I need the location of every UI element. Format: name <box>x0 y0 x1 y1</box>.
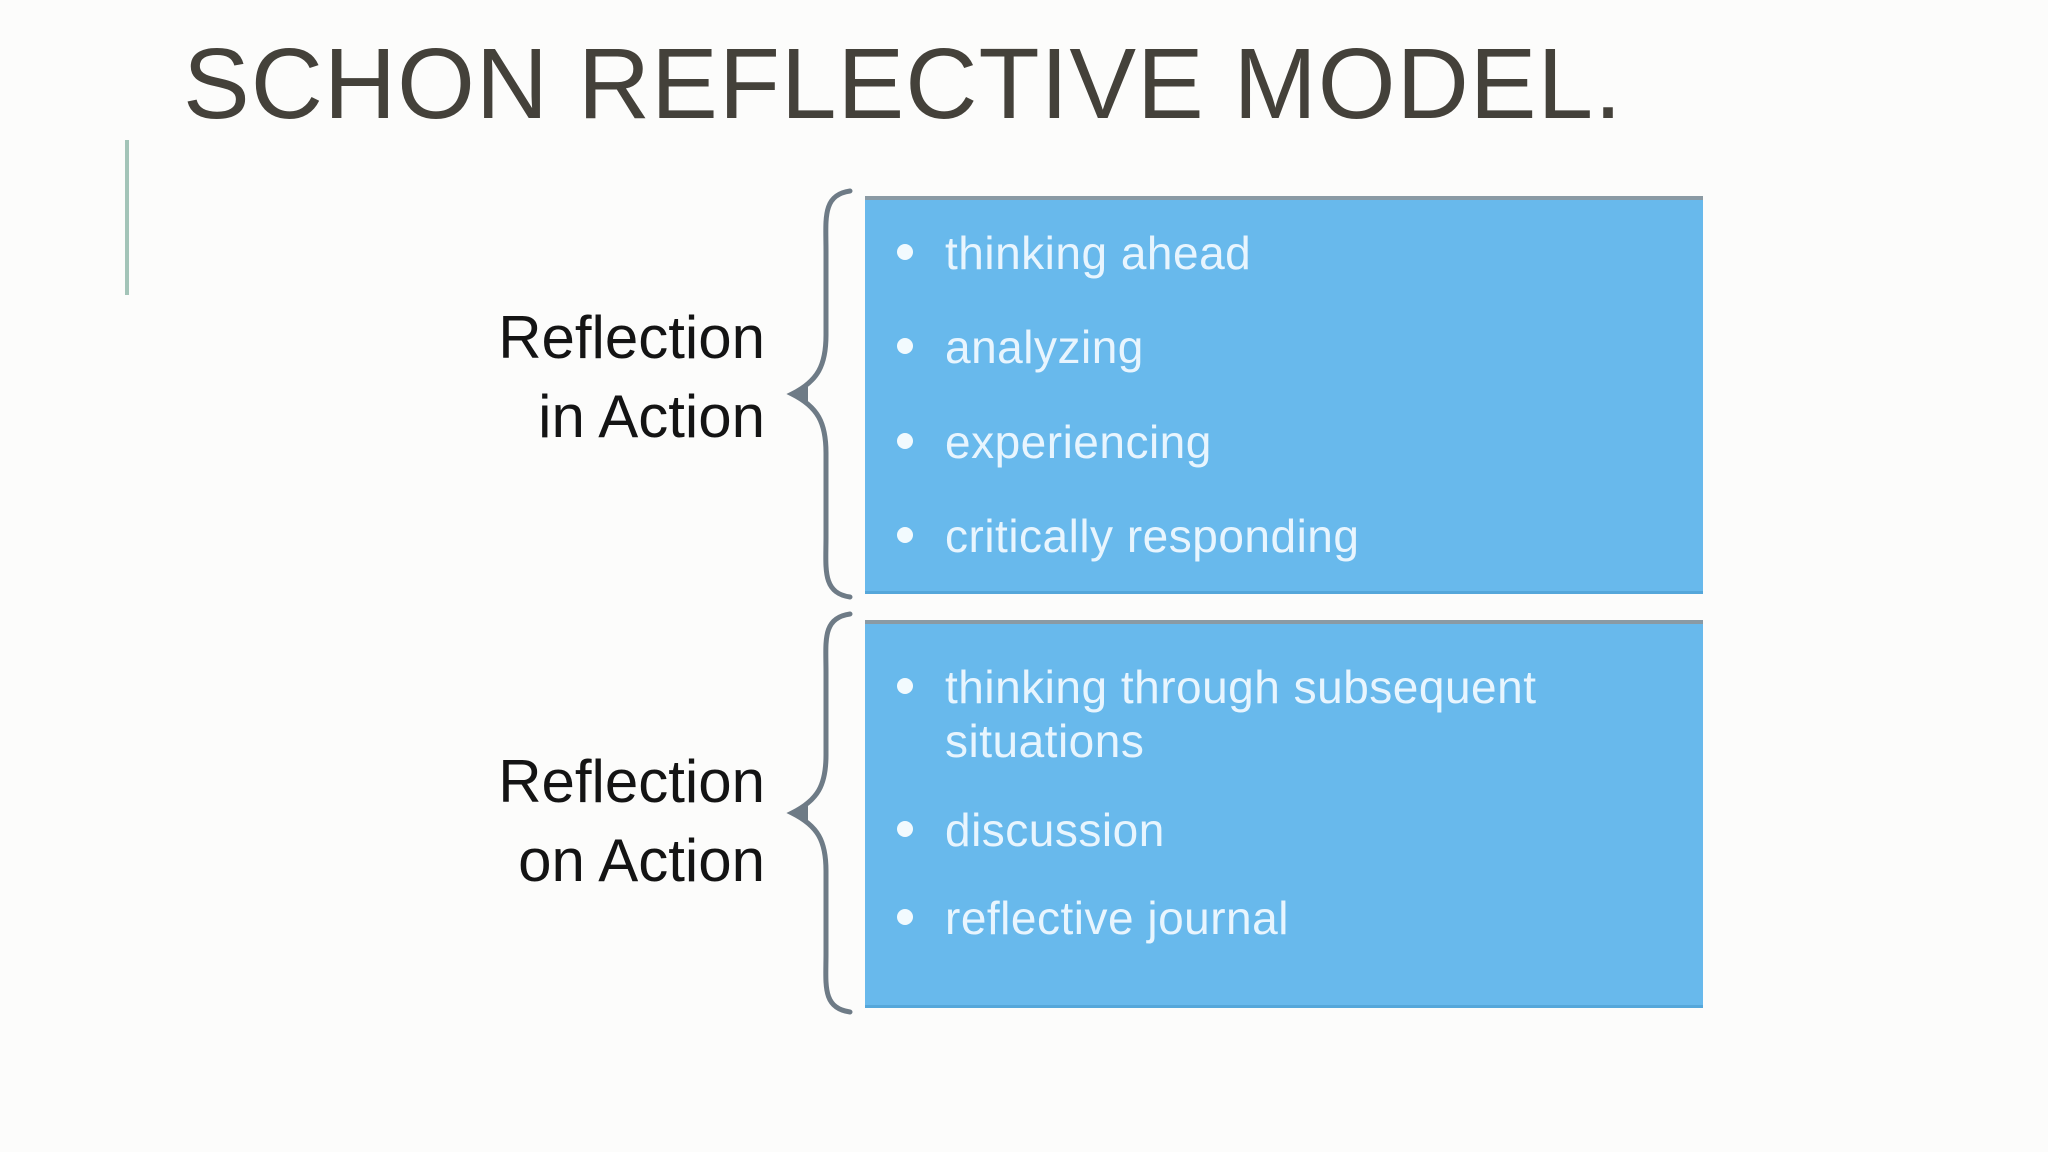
reflection-in-action-box: thinking ahead analyzing experiencing cr… <box>865 196 1703 594</box>
curly-brace-icon <box>778 185 856 603</box>
bullet-list: thinking through subsequent situations d… <box>865 624 1703 945</box>
section-label-line: on Action <box>518 827 765 895</box>
reflection-on-action-box: thinking through subsequent situations d… <box>865 620 1703 1008</box>
bullet-list: thinking ahead analyzing experiencing cr… <box>865 200 1703 563</box>
bullet-text: experiencing <box>945 415 1212 468</box>
section-label-reflection-on-action: Reflection on Action <box>360 742 765 900</box>
bullet-text: thinking ahead <box>945 227 1252 279</box>
bullet-text: reflective journal <box>945 891 1289 944</box>
bullet-text: discussion <box>945 803 1165 856</box>
section-label-reflection-in-action: Reflection in Action <box>360 298 765 456</box>
list-item: thinking ahead <box>897 226 1679 280</box>
page-title: SCHON REFLECTIVE MODEL. <box>183 28 1623 140</box>
bullet-dot-icon <box>897 678 913 694</box>
list-item: thinking through subsequent situations <box>897 660 1679 769</box>
bullet-dot-icon <box>897 908 913 925</box>
bullet-text: critically responding <box>945 509 1360 562</box>
bullet-dot-icon <box>897 820 913 837</box>
bullet-text: thinking through subsequent situations <box>945 661 1537 768</box>
list-item: critically responding <box>897 509 1679 563</box>
list-item: experiencing <box>897 415 1679 469</box>
list-item: discussion <box>897 803 1679 857</box>
bullet-dot-icon <box>897 338 913 355</box>
bullet-text: analyzing <box>945 321 1144 374</box>
section-label-line: Reflection <box>498 748 765 815</box>
curly-brace-icon <box>778 608 856 1018</box>
list-item: reflective journal <box>897 891 1679 945</box>
accent-line <box>125 140 129 295</box>
bullet-dot-icon <box>897 244 913 260</box>
list-item: analyzing <box>897 320 1679 374</box>
section-label-line: Reflection <box>498 304 765 371</box>
bullet-dot-icon <box>897 432 913 449</box>
bullet-dot-icon <box>897 526 913 543</box>
section-label-line: in Action <box>538 383 765 451</box>
